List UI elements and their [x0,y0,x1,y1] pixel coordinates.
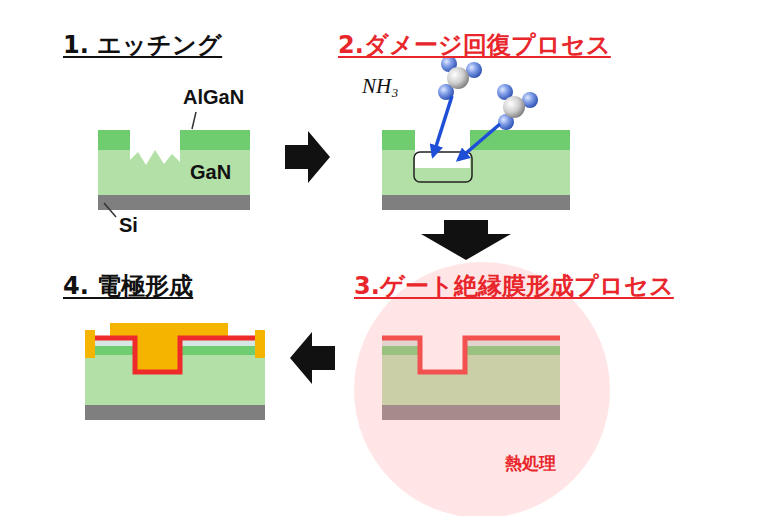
gas-label: NH₃ [362,74,398,99]
step-title: 2.ダメージ回復プロセス [338,29,611,61]
etched-wafer [98,112,250,217]
cap-layer [95,340,135,346]
flow-arrow [421,220,511,260]
damaged-recess [130,130,180,165]
algan-layer [95,346,135,355]
gas-arrow [433,96,452,156]
gan-layer [98,150,250,195]
heat-treatment-zone [354,262,610,516]
flow-arrow [290,332,335,384]
gan-layer [382,150,570,195]
drain-electrode [255,330,265,358]
si-substrate [85,405,265,420]
leader-line [192,112,196,129]
step-title: 4. 電極形成 [63,270,193,302]
layer-label: GaN [190,161,231,184]
recess [415,130,470,168]
insulator-wafer [354,262,610,516]
cap-layer [180,340,255,346]
step-title: 1. エッチング [63,29,222,61]
step-title: 3.ゲート絶縁膜形成プロセス [354,270,674,302]
algan-layer [98,130,130,150]
leader-line [104,203,116,217]
algan-layer [180,346,255,355]
layer-label: AlGaN [183,86,244,109]
process-step: 2.ダメージ回復プロセス [335,25,720,215]
nh3-molecule [497,84,538,130]
si-substrate [98,195,250,210]
algan-layer [382,130,415,150]
gate-electrode [110,323,228,372]
gate-insulator [95,338,255,372]
gas-arrow [458,124,500,160]
process-note: 熱処理 [505,452,556,475]
process-step: 4. 電極形成 [55,265,285,440]
algan-layer [180,130,250,150]
source-electrode [85,330,95,358]
process-step: 1. エッチング [55,25,280,245]
algan-layer [470,130,570,150]
electrode-wafer [85,323,265,420]
layer-label: Si [119,214,138,237]
process-step: 3.ゲート絶縁膜形成プロセス [340,265,720,510]
nh3-molecule [438,56,482,100]
recovery-wafer [382,56,570,210]
flow-arrow [285,131,330,183]
si-substrate [382,195,570,210]
